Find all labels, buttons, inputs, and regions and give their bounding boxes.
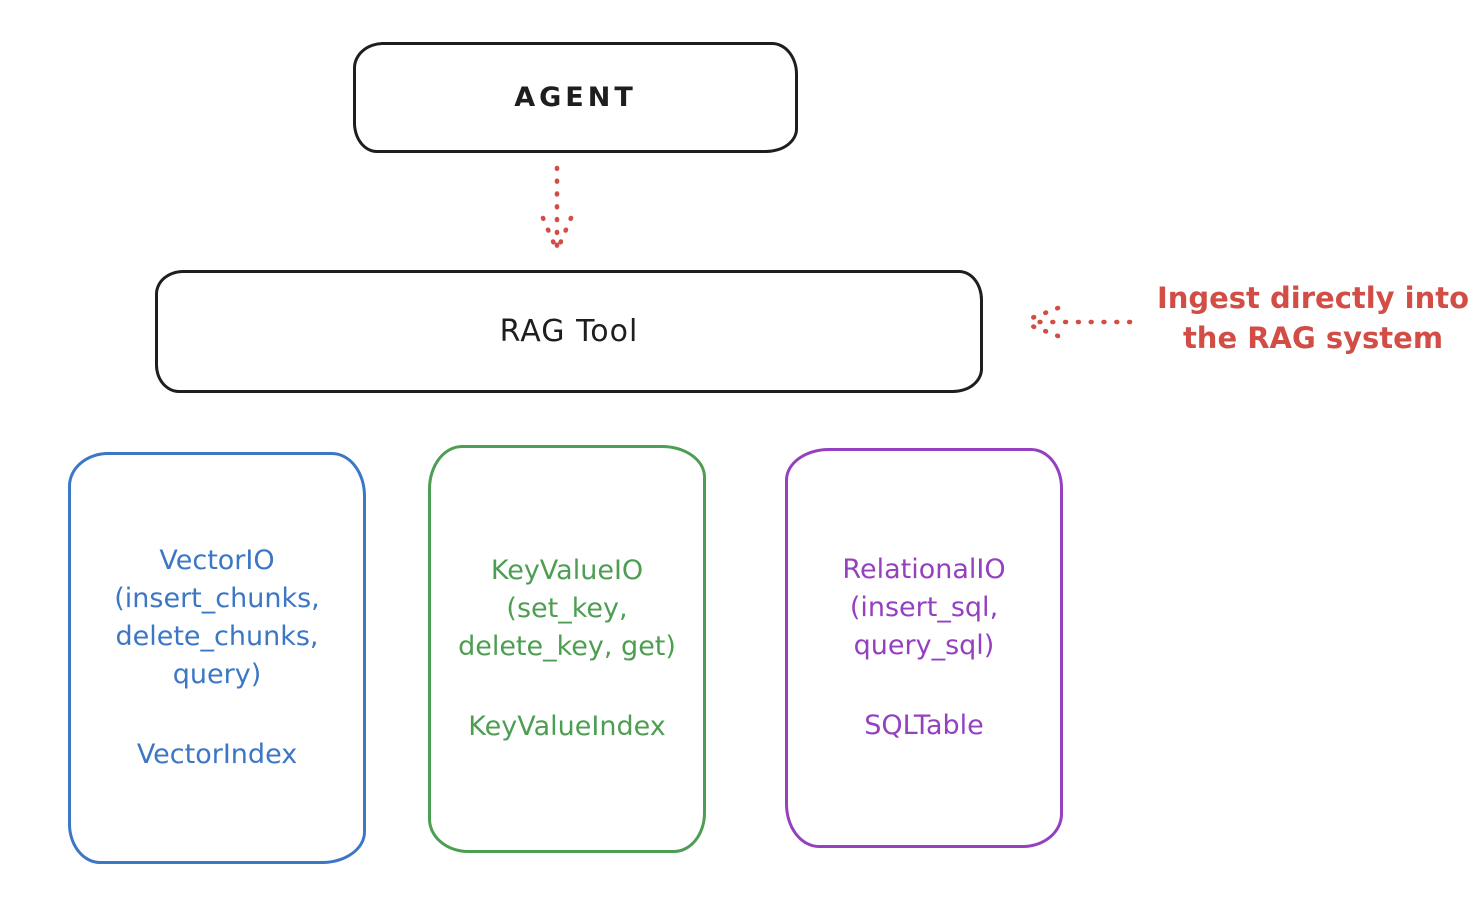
annotation-line-2: the RAG system (1182, 321, 1444, 355)
annotation-dotted-left-arrow-icon (1021, 305, 1133, 339)
relational-io-param: (insert_sql, (849, 592, 999, 623)
keyvalue-io-title: KeyValueIO (490, 555, 644, 586)
agent-label: AGENT (514, 82, 637, 113)
vector-index-label: VectorIndex (136, 739, 298, 770)
relational-io-title: RelationalIO (842, 554, 1006, 585)
vector-io-title: VectorIO (159, 545, 275, 576)
annotation-text: Ingest directly into the RAG system (1140, 278, 1484, 358)
keyvalue-io-param: (set_key, (506, 593, 628, 624)
keyvalue-io-param: delete_key, get) (458, 631, 676, 662)
annotation-line-1: Ingest directly into (1156, 281, 1470, 315)
vector-io-param: (insert_chunks, (114, 583, 320, 614)
relational-io-param: query_sql) (853, 630, 995, 661)
keyvalue-index-label: KeyValueIndex (468, 711, 666, 742)
vector-io-param: query) (172, 659, 262, 690)
vector-io-param: delete_chunks, (115, 621, 319, 652)
relational-io-node: RelationalIO (insert_sql, query_sql) SQL… (785, 448, 1063, 848)
rag-tool-node: RAG Tool (155, 270, 983, 393)
rag-tool-label: RAG Tool (499, 314, 639, 349)
agent-node: AGENT (353, 42, 798, 153)
sql-table-label: SQLTable (864, 710, 984, 741)
agent-to-ragtool-dotted-arrow-icon (540, 165, 574, 251)
vector-io-node: VectorIO (insert_chunks, delete_chunks, … (68, 452, 366, 864)
keyvalue-io-node: KeyValueIO (set_key, delete_key, get) Ke… (428, 445, 706, 853)
